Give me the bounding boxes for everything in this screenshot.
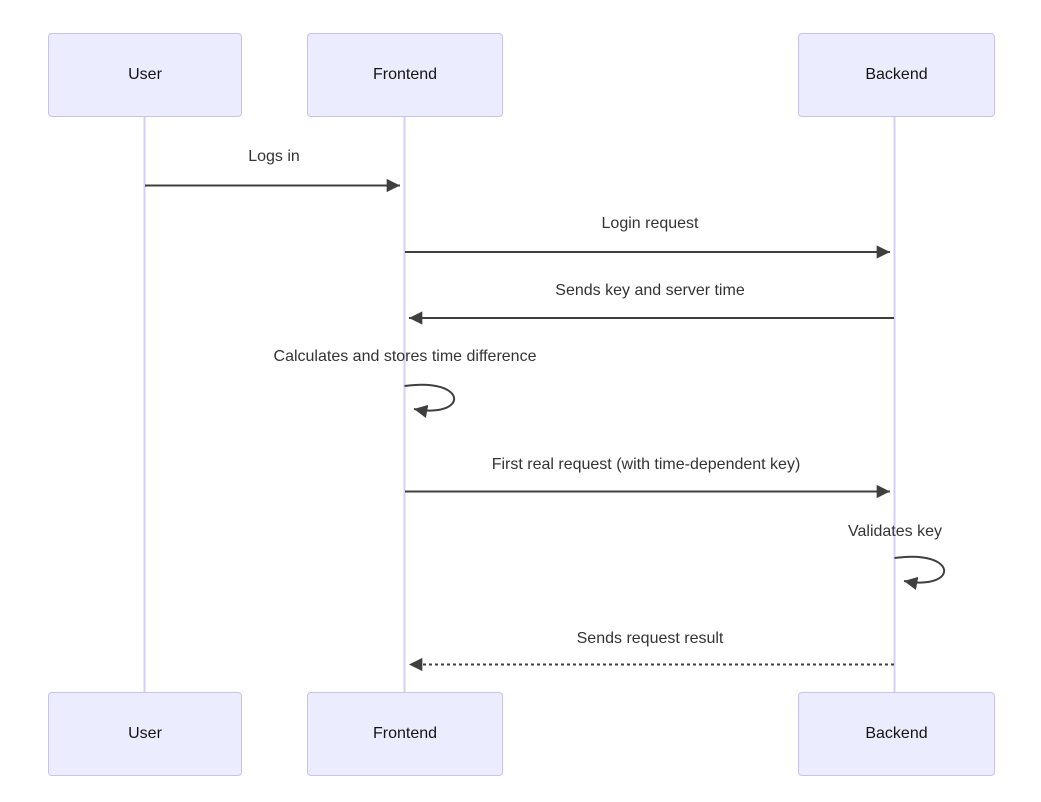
actor-box-backend-top: Backend [798, 33, 995, 117]
actor-box-frontend-top: Frontend [307, 33, 503, 117]
actor-box-frontend-bottom: Frontend [307, 692, 503, 776]
message-label-sends-key-server-time: Sends key and server time [555, 282, 745, 299]
message-label-first-real-request: First real request (with time-dependent … [491, 456, 801, 473]
message-label-login-request: Login request [601, 215, 699, 232]
arrow-self-loop-backend [894, 555, 946, 590]
message-label-logs-in: Logs in [248, 148, 300, 165]
actor-box-user-top: User [48, 33, 242, 117]
message-label-validates-key: Validates key [848, 523, 942, 540]
message-label-sends-request-result: Sends request result [576, 630, 724, 647]
arrow-self-loop-frontend [404, 383, 456, 418]
actor-box-backend-bottom: Backend [798, 692, 995, 776]
actor-box-user-bottom: User [48, 692, 242, 776]
message-label-calculates-time-difference: Calculates and stores time difference [273, 348, 537, 365]
